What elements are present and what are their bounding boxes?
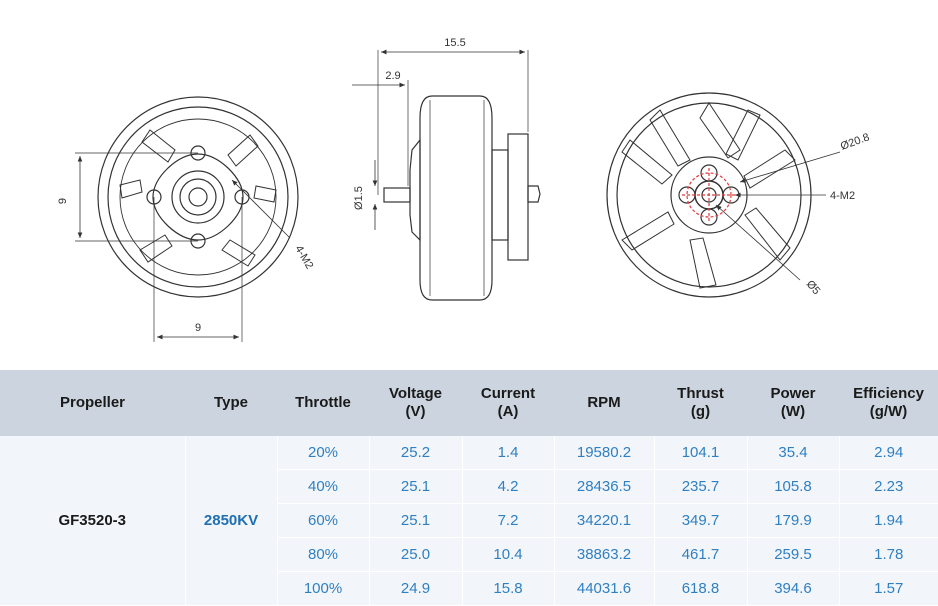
power-cell: 35.4 bbox=[747, 436, 840, 470]
efficiency-cell: 1.94 bbox=[839, 503, 938, 538]
propeller-cell: GF3520-3 bbox=[0, 436, 186, 606]
voltage-cell: 24.9 bbox=[369, 571, 463, 606]
power-cell: 394.6 bbox=[747, 571, 840, 606]
header-type: Type bbox=[185, 370, 277, 436]
header-throttle: Throttle bbox=[277, 370, 369, 436]
header-propeller: Propeller bbox=[0, 370, 185, 436]
dim-shaft-length: 2.9 bbox=[385, 70, 400, 82]
efficiency-cell: 2.23 bbox=[839, 469, 938, 504]
current-cell: 10.4 bbox=[462, 537, 555, 572]
thrust-cell: 235.7 bbox=[654, 469, 748, 504]
header-power: Power(W) bbox=[747, 370, 839, 436]
rpm-cell: 38863.2 bbox=[554, 537, 655, 572]
throttle-cell: 20% bbox=[277, 436, 370, 470]
efficiency-cell: 1.57 bbox=[839, 571, 938, 606]
voltage-cell: 25.1 bbox=[369, 469, 463, 504]
motor-bottom-view bbox=[75, 96, 299, 342]
screw-note-right: 4-M2 bbox=[830, 190, 855, 202]
throttle-cell: 40% bbox=[277, 469, 370, 504]
header-thrust: Thrust(g) bbox=[654, 370, 747, 436]
rpm-cell: 28436.5 bbox=[554, 469, 655, 504]
table-row: 80% 25.0 10.4 38863.2 461.7 259.5 1.78 bbox=[0, 537, 938, 572]
table-row: 60% 25.1 7.2 34220.1 349.7 179.9 1.94 bbox=[0, 503, 938, 538]
header-rpm: RPM bbox=[554, 370, 654, 436]
throttle-cell: 80% bbox=[277, 537, 370, 572]
efficiency-cell: 1.78 bbox=[839, 537, 938, 572]
thrust-cell: 461.7 bbox=[654, 537, 748, 572]
table-row: 100% 24.9 15.8 44031.6 618.8 394.6 1.57 bbox=[0, 571, 938, 606]
screw-note-left: 4-M2 bbox=[292, 244, 315, 272]
table-header-row: Propeller Type Throttle Voltage(V) Curre… bbox=[0, 370, 938, 436]
current-cell: 7.2 bbox=[462, 503, 555, 538]
header-current: Current(A) bbox=[462, 370, 554, 436]
voltage-cell: 25.2 bbox=[369, 436, 463, 470]
efficiency-cell: 2.94 bbox=[839, 436, 938, 470]
motor-side-view bbox=[352, 49, 541, 301]
thrust-cell: 618.8 bbox=[654, 571, 748, 606]
performance-table: Propeller Type Throttle Voltage(V) Curre… bbox=[0, 370, 938, 606]
rpm-cell: 19580.2 bbox=[554, 436, 655, 470]
voltage-cell: 25.0 bbox=[369, 537, 463, 572]
dim-horizontal-left: 9 bbox=[195, 322, 201, 334]
dim-vertical-left: 9 bbox=[57, 198, 69, 204]
dim-overall-length: 15.5 bbox=[444, 37, 465, 49]
red-bolt-circle bbox=[682, 168, 736, 222]
rpm-cell: 44031.6 bbox=[554, 571, 655, 606]
current-cell: 15.8 bbox=[462, 571, 555, 606]
header-efficiency: Efficiency(g/W) bbox=[839, 370, 938, 436]
throttle-cell: 60% bbox=[277, 503, 370, 538]
motor-technical-drawings: 9 9 4-M2 15.5 2.9 Ø1.5 bbox=[57, 37, 871, 342]
power-cell: 179.9 bbox=[747, 503, 840, 538]
power-cell: 259.5 bbox=[747, 537, 840, 572]
voltage-cell: 25.1 bbox=[369, 503, 463, 538]
current-cell: 1.4 bbox=[462, 436, 555, 470]
dim-shaft-diameter: Ø1.5 bbox=[353, 186, 365, 210]
dim-circle-diameter: Ø20.8 bbox=[839, 131, 871, 153]
thrust-cell: 349.7 bbox=[654, 503, 748, 538]
thrust-cell: 104.1 bbox=[654, 436, 748, 470]
dim-center-diameter: Ø5 bbox=[804, 278, 823, 297]
rpm-cell: 34220.1 bbox=[554, 503, 655, 538]
type-cell: 2850KV bbox=[185, 436, 278, 606]
table-row: 40% 25.1 4.2 28436.5 235.7 105.8 2.23 bbox=[0, 469, 938, 504]
table-row: GF3520-3 2850KV 20% 25.2 1.4 19580.2 104… bbox=[0, 436, 938, 606]
header-voltage: Voltage(V) bbox=[369, 370, 462, 436]
current-cell: 4.2 bbox=[462, 469, 555, 504]
power-cell: 105.8 bbox=[747, 469, 840, 504]
throttle-cell: 100% bbox=[277, 571, 370, 606]
